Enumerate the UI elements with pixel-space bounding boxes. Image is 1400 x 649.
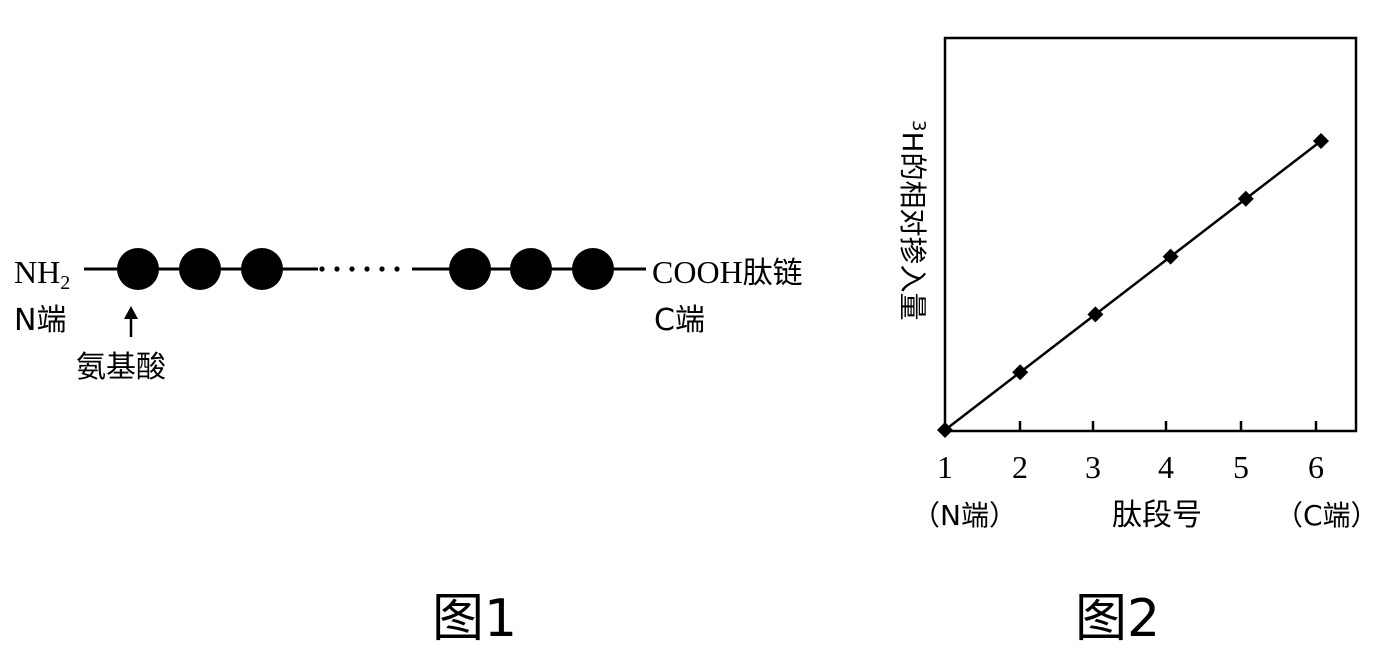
data-point-marker — [1237, 190, 1254, 207]
ellipsis-dot — [379, 266, 385, 272]
series-line — [944, 140, 1322, 431]
ellipsis-dot — [394, 266, 400, 272]
amino-acid-residue — [241, 248, 283, 290]
x-tick-label: 5 — [1233, 449, 1249, 485]
x-tick-label: 3 — [1085, 449, 1101, 485]
ellipsis-dot — [334, 266, 340, 272]
y-axis-label-text: H的相对掺入量 — [896, 131, 929, 320]
amino-acid-residue — [449, 248, 491, 290]
figure1: NH2 COOH肽链 N端 C端 — [14, 248, 803, 649]
n-group-text: NH — [14, 254, 60, 290]
figure1-caption: 图1 — [432, 589, 517, 649]
amino-acid-residues — [117, 248, 614, 290]
amino-acid-arrow — [124, 306, 138, 337]
data-point-marker — [1012, 364, 1029, 381]
c-terminal-group: COOH肽链 — [652, 254, 803, 291]
amino-acid-residue — [510, 248, 552, 290]
amino-acid-residue — [179, 248, 221, 290]
x-axis-label: 肽段号 — [1112, 498, 1202, 533]
amino-acid-residue — [117, 248, 159, 290]
x-tick-label: 4 — [1158, 449, 1174, 485]
series-markers — [937, 133, 1329, 438]
data-point-marker — [1162, 248, 1179, 265]
x-tick-label: 1 — [937, 449, 953, 485]
x-tick-sublabel-n-end: （N端） — [912, 499, 1017, 532]
figure2-caption: 图2 — [1075, 589, 1160, 649]
ellipsis-dot — [349, 266, 355, 272]
amino-acid-label: 氨基酸 — [76, 350, 166, 385]
chain-ellipsis — [319, 266, 400, 272]
n-group-subscript: 2 — [60, 272, 70, 294]
y-axis-label-superscript: 3 — [908, 120, 929, 131]
x-tick-label: 6 — [1308, 449, 1324, 485]
ellipsis-dot — [319, 266, 325, 272]
x-axis-tick-labels: 1 2 3 4 5 6 — [937, 449, 1324, 485]
x-tick-label: 2 — [1012, 449, 1028, 485]
c-group-text: COOH — [652, 254, 743, 290]
amino-acid-residue — [572, 248, 614, 290]
ellipsis-dot — [364, 266, 370, 272]
data-point-marker — [937, 422, 953, 438]
y-axis-label: 3H的相对掺入量 — [896, 120, 929, 321]
chain-label: 肽链 — [743, 256, 803, 291]
x-axis-ticks — [1018, 421, 1318, 431]
c-end-label: C端 — [654, 303, 705, 338]
x-tick-sublabel-c-end: （C端） — [1275, 499, 1379, 532]
n-end-label: N端 — [14, 303, 66, 338]
plot-frame — [943, 36, 1358, 433]
data-point-marker — [1313, 133, 1329, 149]
n-terminal-group: NH2 — [14, 254, 70, 294]
data-point-marker — [1087, 306, 1104, 323]
